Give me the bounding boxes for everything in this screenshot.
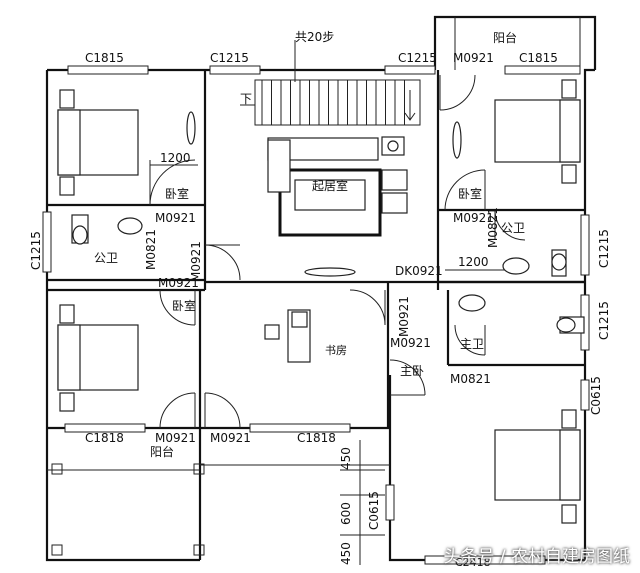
balcony-bottom-label: 阳台 — [150, 444, 174, 459]
windows — [42, 65, 590, 565]
balcony-marks — [51, 463, 205, 556]
bath-w-label: 公卫 — [94, 251, 118, 265]
dimension-lines — [150, 164, 505, 565]
dimension-label: 1200 — [458, 255, 489, 269]
door-code: M0921 — [189, 241, 203, 282]
living-furniture — [267, 136, 408, 277]
balcony-top-label: 阳台 — [493, 30, 517, 45]
bedroom-w-label: 卧室 — [172, 298, 196, 313]
bed-w — [57, 304, 139, 412]
window-code: C1815 — [519, 51, 558, 65]
stairs-down-label: 下 — [240, 92, 252, 106]
bedroom-ne-label: 卧室 — [458, 186, 482, 201]
watermark-text: 头条号 / 农村自建房图纸 — [443, 547, 630, 567]
bath-fixtures — [71, 214, 585, 334]
stairs-label: 共20步 — [295, 30, 334, 44]
door-code: M0921 — [155, 431, 196, 445]
door-code: M0921 — [390, 336, 431, 350]
dimension-label: 450 — [339, 542, 353, 565]
dimension-label: 600 — [339, 502, 353, 525]
dimension-label: 450 — [339, 447, 353, 470]
door-code: DK0921 — [395, 264, 443, 278]
bedroom-nw-label: 卧室 — [165, 186, 189, 201]
interior-walls — [47, 17, 585, 471]
bath-e-label: 公卫 — [501, 221, 525, 235]
door-code: M0821 — [486, 207, 500, 248]
staircase — [240, 40, 421, 126]
study-furniture — [264, 309, 311, 363]
window-code: C0615 — [589, 376, 603, 415]
bed-master — [494, 409, 581, 524]
window-code: C1818 — [85, 431, 124, 445]
master-bedroom-label: 主卧 — [400, 364, 424, 378]
door-code: M0921 — [210, 431, 251, 445]
dimension-label: 1200 — [160, 151, 191, 165]
door-code: M0921 — [453, 51, 494, 65]
door-code: M0921 — [158, 276, 199, 290]
window-code: C1215 — [29, 231, 43, 270]
window-code: C1215 — [398, 51, 437, 65]
master-bath-label: 主卫 — [460, 337, 484, 351]
window-code: C1215 — [210, 51, 249, 65]
bed-nw — [57, 89, 196, 196]
door-code: M0921 — [155, 211, 196, 225]
window-code: C2418 — [455, 556, 491, 569]
doors — [149, 74, 526, 429]
living-room-label: 起居室 — [312, 178, 348, 193]
window-code: C0615 — [367, 491, 381, 530]
study-label: 书房 — [325, 344, 347, 357]
bed-ne — [452, 79, 581, 184]
door-code: M0821 — [450, 372, 491, 386]
door-code: M0921 — [453, 211, 494, 225]
door-code: M0921 — [397, 296, 411, 337]
door-code: M0821 — [144, 229, 158, 270]
window-code: C1215 — [597, 229, 611, 268]
window-code: C1818 — [297, 431, 336, 445]
window-code: C1215 — [597, 301, 611, 340]
window-code: C1815 — [85, 51, 124, 65]
